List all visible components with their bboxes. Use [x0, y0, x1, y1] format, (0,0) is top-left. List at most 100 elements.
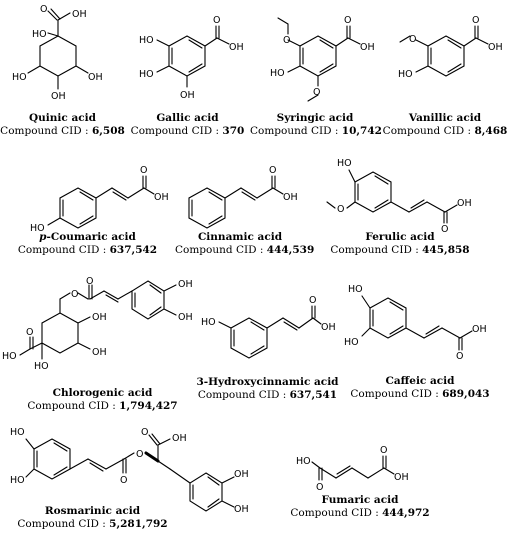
atom-label: HO [344, 337, 359, 348]
atom-label: HO [32, 29, 47, 40]
structure-p-coumaric-acid: O OH HO p-Coumaric acid Compound CID : 6… [0, 160, 175, 256]
ferulic-acid-molecule: HO O OH O [326, 158, 472, 235]
atom-label: O [472, 15, 479, 26]
atom-label: O [456, 351, 463, 362]
atom-label: HO [348, 284, 363, 295]
atom-label: OH [180, 90, 195, 101]
compound-cid: Compound CID : 444,972 [290, 507, 430, 519]
atom-label: HO [139, 35, 154, 46]
structure-ferulic-acid: HO O OH O Ferulic acid Compound CID : 44… [325, 150, 510, 256]
atom-label: O [313, 87, 320, 98]
structure-gallic-acid: O OH HO HO OH Gallic acid Compound CID :… [125, 0, 250, 137]
caffeic-acid-molecule: HO HO OH O [344, 284, 487, 362]
compound-name: Cinnamic acid [197, 231, 283, 243]
atom-label: OH [321, 322, 336, 333]
atom-label: HO [12, 72, 27, 83]
atom-label: O [283, 35, 290, 46]
atom-label: O [441, 224, 448, 235]
compound-cid: Compound CID : 370 [130, 125, 245, 137]
structure-quinic-acid: OH O HO OH HO OH Quinic acid Compound CI… [0, 0, 125, 137]
atom-label: O [71, 289, 78, 300]
structure-syringic-acid: O OH O HO O Syringic acid Compound CID :… [250, 0, 382, 137]
caption-caffeic-acid: Caffeic acid Compound CID : 689,043 [340, 375, 500, 401]
atom-label: O [309, 295, 316, 306]
compound-name: Syringic acid [276, 112, 354, 124]
atom-label: OH [178, 312, 193, 323]
caption-vanillic-acid: Vanillic acid Compound CID : 8,468 [380, 112, 510, 138]
syringic-acid-molecule: O OH O HO O [270, 15, 375, 102]
atom-label: HO [270, 68, 285, 79]
compound-name: Vanillic acid [408, 112, 482, 124]
structure-cinnamic-acid: O OH Cinnamic acid Compound CID : 444,53… [175, 160, 335, 256]
atom-label: O [120, 475, 127, 486]
atom-label: OH [234, 469, 249, 480]
atom-label: O [213, 15, 220, 26]
structure-vanillic-acid: O OH O HO Vanillic acid Compound CID : 8… [380, 0, 510, 137]
caption-gallic-acid: Gallic acid Compound CID : 370 [125, 112, 250, 138]
caption-chlorogenic-acid: Chlorogenic acid Compound CID : 1,794,42… [0, 387, 205, 413]
atom-label: OH [283, 192, 298, 203]
compound-name: Chlorogenic acid [52, 387, 153, 399]
atom-label: O [26, 327, 33, 338]
compound-cid: Compound CID : 637,541 [197, 389, 338, 401]
p-coumaric-acid-molecule: O OH HO [30, 165, 169, 234]
atom-label: O [140, 165, 147, 176]
structure-chlorogenic-acid: O O OH OH OH OH O HO HO Chlorogenic acid… [0, 275, 205, 412]
atom-label: HO [34, 361, 49, 372]
compound-cid: Compound CID : 637,542 [17, 244, 158, 256]
compound-name: Caffeic acid [385, 375, 455, 387]
compound-cid: Compound CID : 6,508 [0, 125, 125, 137]
compound-cid: Compound CID : 444,539 [175, 244, 315, 256]
atom-label: OH [92, 312, 107, 323]
atom-label: O [269, 165, 276, 176]
structure-fumaric-acid: HO O O OH Fumaric acid Compound CID : 44… [290, 440, 430, 519]
3-hydroxycinnamic-acid-molecule: HO O OH [201, 295, 336, 359]
compound-name: p-Coumaric acid [39, 231, 136, 243]
atom-label: OH [178, 279, 193, 290]
atom-label: OH [172, 433, 187, 444]
atom-label: OH [360, 42, 375, 53]
vanillic-acid-molecule: O OH O HO [398, 15, 503, 80]
atom-label: O [86, 276, 93, 287]
atom-label: OH [488, 42, 503, 53]
atom-label: HO [10, 427, 25, 438]
atom-label: HO [201, 317, 216, 328]
atom-label: O [409, 34, 416, 45]
compound-cid: Compound CID : 10,742 [250, 125, 382, 137]
compound-cid: Compound CID : 5,281,792 [17, 518, 168, 530]
atom-label: OH [234, 504, 249, 515]
atom-label: HO [398, 69, 413, 80]
atom-label: O [380, 445, 387, 456]
atom-label: OH [72, 9, 87, 20]
compound-cid: Compound CID : 1,794,427 [27, 400, 178, 412]
compound-name: Gallic acid [156, 112, 219, 124]
rosmarinic-acid-molecule: HO HO O O O OH OH OH [10, 427, 249, 515]
quinic-acid-molecule: OH O HO OH HO OH [12, 4, 103, 102]
fumaric-acid-molecule: HO O O OH [296, 445, 409, 493]
atom-label: HO [296, 456, 311, 467]
caption-p-coumaric-acid: p-Coumaric acid Compound CID : 637,542 [0, 231, 175, 257]
atom-label: OH [472, 324, 487, 335]
structure-caffeic-acid: HO HO OH O Caffeic acid Compound CID : 6… [340, 280, 510, 400]
structure-rosmarinic-acid: HO HO O O O OH OH OH Rosmarinic acid Com… [0, 425, 255, 530]
atom-label: O [141, 427, 148, 438]
compound-cid: Compound CID : 445,858 [330, 244, 470, 256]
caption-cinnamic-acid: Cinnamic acid Compound CID : 444,539 [175, 231, 315, 257]
atom-label: O [136, 449, 143, 460]
atom-label: HO [10, 475, 25, 486]
gallic-acid-molecule: O OH HO HO OH [139, 15, 244, 101]
atom-label: O [40, 4, 47, 15]
caption-fumaric-acid: Fumaric acid Compound CID : 444,972 [290, 494, 430, 520]
cinnamic-acid-molecule: O OH [188, 165, 298, 229]
caption-quinic-acid: Quinic acid Compound CID : 6,508 [0, 112, 125, 138]
atom-label: HO [30, 223, 45, 234]
compound-name: Fumaric acid [321, 494, 399, 506]
atom-label: OH [51, 91, 66, 102]
chlorogenic-acid-molecule: O O OH OH OH OH O HO HO [2, 276, 193, 372]
atom-label: OH [229, 42, 244, 53]
caption-ferulic-acid: Ferulic acid Compound CID : 445,858 [325, 231, 475, 257]
atom-label: OH [92, 347, 107, 358]
atom-label: O [316, 482, 323, 493]
compound-cid: Compound CID : 689,043 [350, 388, 490, 400]
